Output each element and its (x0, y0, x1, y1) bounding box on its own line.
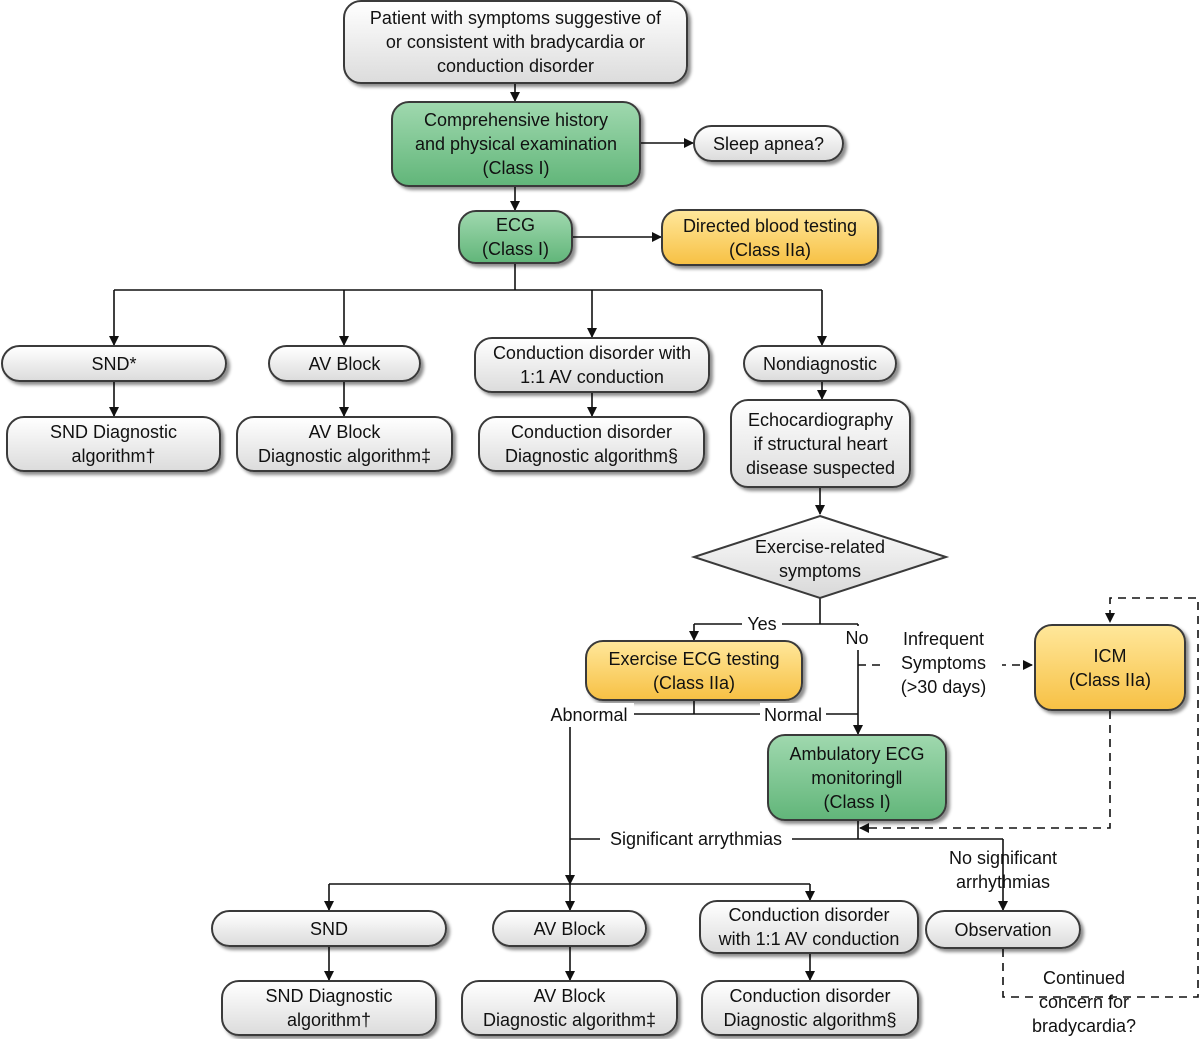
av-block-algorithm-node-top: AV Block Diagnostic algorithm‡ (236, 416, 453, 472)
yes-label: Yes (742, 612, 782, 636)
ecg-node: ECG (Class I) (458, 210, 573, 264)
sleep-apnea-node: Sleep apnea? (693, 125, 844, 162)
conduction-disorder-node-bottom: Conduction disorder with 1:1 AV conducti… (699, 900, 919, 954)
snd-algorithm-node-bottom: SND Diagnostic algorithm† (221, 980, 437, 1036)
ambulatory-ecg-node: Ambulatory ECG monitoring‖ (Class I) (767, 734, 947, 821)
normal-label: Normal (760, 703, 826, 727)
conduction-algorithm-node-top: Conduction disorder Diagnostic algorithm… (478, 416, 705, 472)
icm-node: ICM (Class IIa) (1034, 624, 1186, 711)
conduction-algorithm-node-bottom: Conduction disorder Diagnostic algorithm… (701, 980, 919, 1036)
av-block-node-bottom: AV Block (492, 910, 647, 947)
no-significant-arrhythmias-label: No significant arrhythmias (948, 848, 1058, 892)
av-block-algorithm-node-bottom: AV Block Diagnostic algorithm‡ (461, 980, 678, 1036)
echocardiography-node: Echocardiography if structural heart dis… (730, 399, 911, 488)
nondiagnostic-node: Nondiagnostic (743, 345, 897, 382)
no-label: No (842, 626, 872, 650)
snd-algorithm-node-top: SND Diagnostic algorithm† (6, 416, 221, 472)
continued-concern-label: Continued concern for bradycardia? (1031, 968, 1137, 1036)
infrequent-symptoms-label: Infrequent Symptoms (>30 days) (885, 627, 1002, 699)
dashed-arrow-observation-icm (1002, 597, 1199, 998)
exercise-decision-diamond (690, 514, 950, 600)
observation-node: Observation (925, 910, 1081, 949)
patient-symptoms-node: Patient with symptoms suggestive of or c… (343, 0, 688, 84)
conduction-disorder-node-top: Conduction disorder with 1:1 AV conducti… (474, 337, 710, 393)
abnormal-label: Abnormal (544, 703, 634, 727)
av-block-node-top: AV Block (268, 345, 421, 382)
blood-testing-node: Directed blood testing (Class IIa) (661, 209, 879, 266)
snd-node-top: SND* (1, 345, 227, 382)
exercise-ecg-testing-node: Exercise ECG testing (Class IIa) (585, 640, 803, 701)
significant-arrhythmias-label: Significant arrythmias (600, 827, 792, 851)
dashed-arrow-icm-ambulatory (859, 711, 1111, 833)
snd-node-bottom: SND (211, 910, 447, 947)
history-exam-node: Comprehensive history and physical exami… (391, 101, 641, 187)
exercise-related-symptoms-text: Exercise-related symptoms (754, 537, 886, 581)
